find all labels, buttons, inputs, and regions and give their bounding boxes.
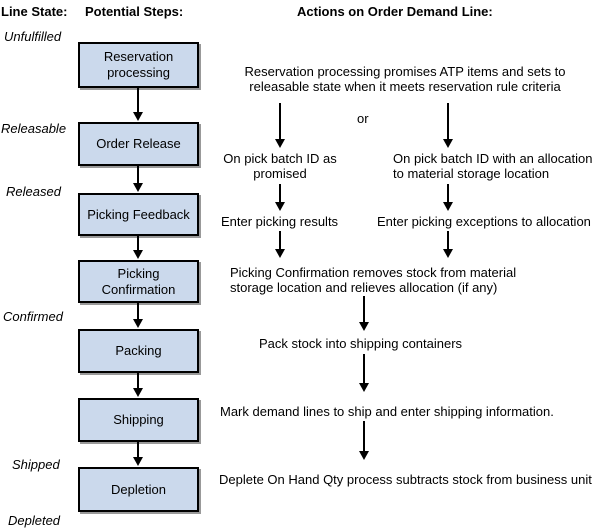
arrow-stem [279,231,281,251]
arrow-stem [363,421,365,453]
arrow-head [359,451,369,460]
action-pack-text: Pack stock into shipping containers [259,336,463,351]
action-text-line: storage location and relieves allocation… [230,280,498,295]
action-picking-confirmation-text: Picking Confirmation removes stock from … [230,265,516,295]
arrow-head [133,250,143,259]
arrow-stem [279,184,281,204]
step-box-picking-feedback: Picking Feedback [78,193,199,236]
action-text-line: to material storage location [393,166,550,181]
arrow-head [443,249,453,258]
step-label: Picking Confirmation [101,265,176,297]
arrow-head [275,202,285,211]
step-box-reservation-processing: Reservation processing [78,42,199,88]
down-arrow-icon [133,303,143,328]
action-text-line: releasable state when it meets reservati… [249,79,561,94]
arrow-stem [137,166,139,185]
down-arrow-icon [359,421,369,460]
line-state-releasable: Releasable [1,121,67,136]
down-arrow-icon [133,166,143,192]
arrow-stem [447,184,449,204]
arrow-head [133,388,143,397]
line-state-confirmed: Confirmed [3,309,63,324]
arrow-head [443,139,453,148]
arrow-head [275,139,285,148]
action-deplete-text: Deplete On Hand Qty process subtracts st… [219,472,592,487]
arrow-stem [137,88,139,114]
arrow-head [133,457,143,466]
arrow-head [359,383,369,392]
action-enter-results-text: Enter picking results [221,214,339,229]
down-arrow-icon [133,373,143,397]
line-state-unfulfilled: Unfulfilled [4,29,62,44]
step-box-order-release: Order Release [78,122,199,166]
down-arrow-icon [443,184,453,211]
column-header-potential-steps: Potential Steps: [85,4,184,19]
down-arrow-icon [133,442,143,466]
down-arrow-icon [133,236,143,259]
arrow-head [275,249,285,258]
down-arrow-icon [275,103,285,148]
arrow-stem [137,236,139,252]
step-label: Picking Feedback [87,206,190,222]
down-arrow-icon [359,354,369,392]
down-arrow-icon [359,296,369,331]
action-text-line: On pick batch ID as [223,151,337,166]
step-box-picking-confirmation: Picking Confirmation [78,260,199,303]
arrow-stem [447,231,449,251]
arrow-stem [363,296,365,324]
step-label: Shipping [113,412,164,427]
step-label: Order Release [96,136,181,151]
down-arrow-icon [133,88,143,121]
action-enter-exceptions-text: Enter picking exceptions to allocation [377,214,591,229]
down-arrow-icon [443,103,453,148]
step-label: Reservation processing [103,49,174,80]
action-pick-as-promised-text: On pick batch ID as promised [219,151,341,181]
down-arrow-icon [443,231,453,258]
down-arrow-icon [275,184,285,211]
action-pick-allocation-text: On pick batch ID with an allocation to m… [393,151,592,181]
or-label: or [357,111,369,126]
line-state-shipped: Shipped [12,457,60,472]
arrow-head [133,183,143,192]
action-text-line: Picking Confirmation removes stock from … [230,265,517,280]
step-box-packing: Packing [78,329,199,373]
action-reservation-text: Reservation processing promises ATP item… [230,64,580,94]
arrow-stem [137,303,139,321]
column-header-actions: Actions on Order Demand Line: [297,4,493,19]
arrow-stem [279,103,281,141]
action-ship-text: Mark demand lines to ship and enter ship… [220,404,554,419]
arrow-stem [137,373,139,390]
step-box-shipping: Shipping [78,398,199,442]
action-text-line: Reservation processing promises ATP item… [244,64,566,79]
step-label: Packing [115,343,162,358]
arrow-head [133,112,143,121]
column-header-line-state: Line State: [1,4,68,19]
line-state-released: Released [6,184,61,199]
arrow-head [443,202,453,211]
arrow-stem [137,442,139,459]
step-box-depletion: Depletion [78,467,199,512]
arrow-stem [447,103,449,141]
arrow-head [133,319,143,328]
action-text-line: promised [253,166,307,181]
arrow-head [359,322,369,331]
step-label: Depletion [111,481,166,497]
action-text-line: On pick batch ID with an allocation [393,151,593,166]
line-state-depleted: Depleted [8,513,61,528]
arrow-stem [363,354,365,385]
down-arrow-icon [275,231,285,258]
